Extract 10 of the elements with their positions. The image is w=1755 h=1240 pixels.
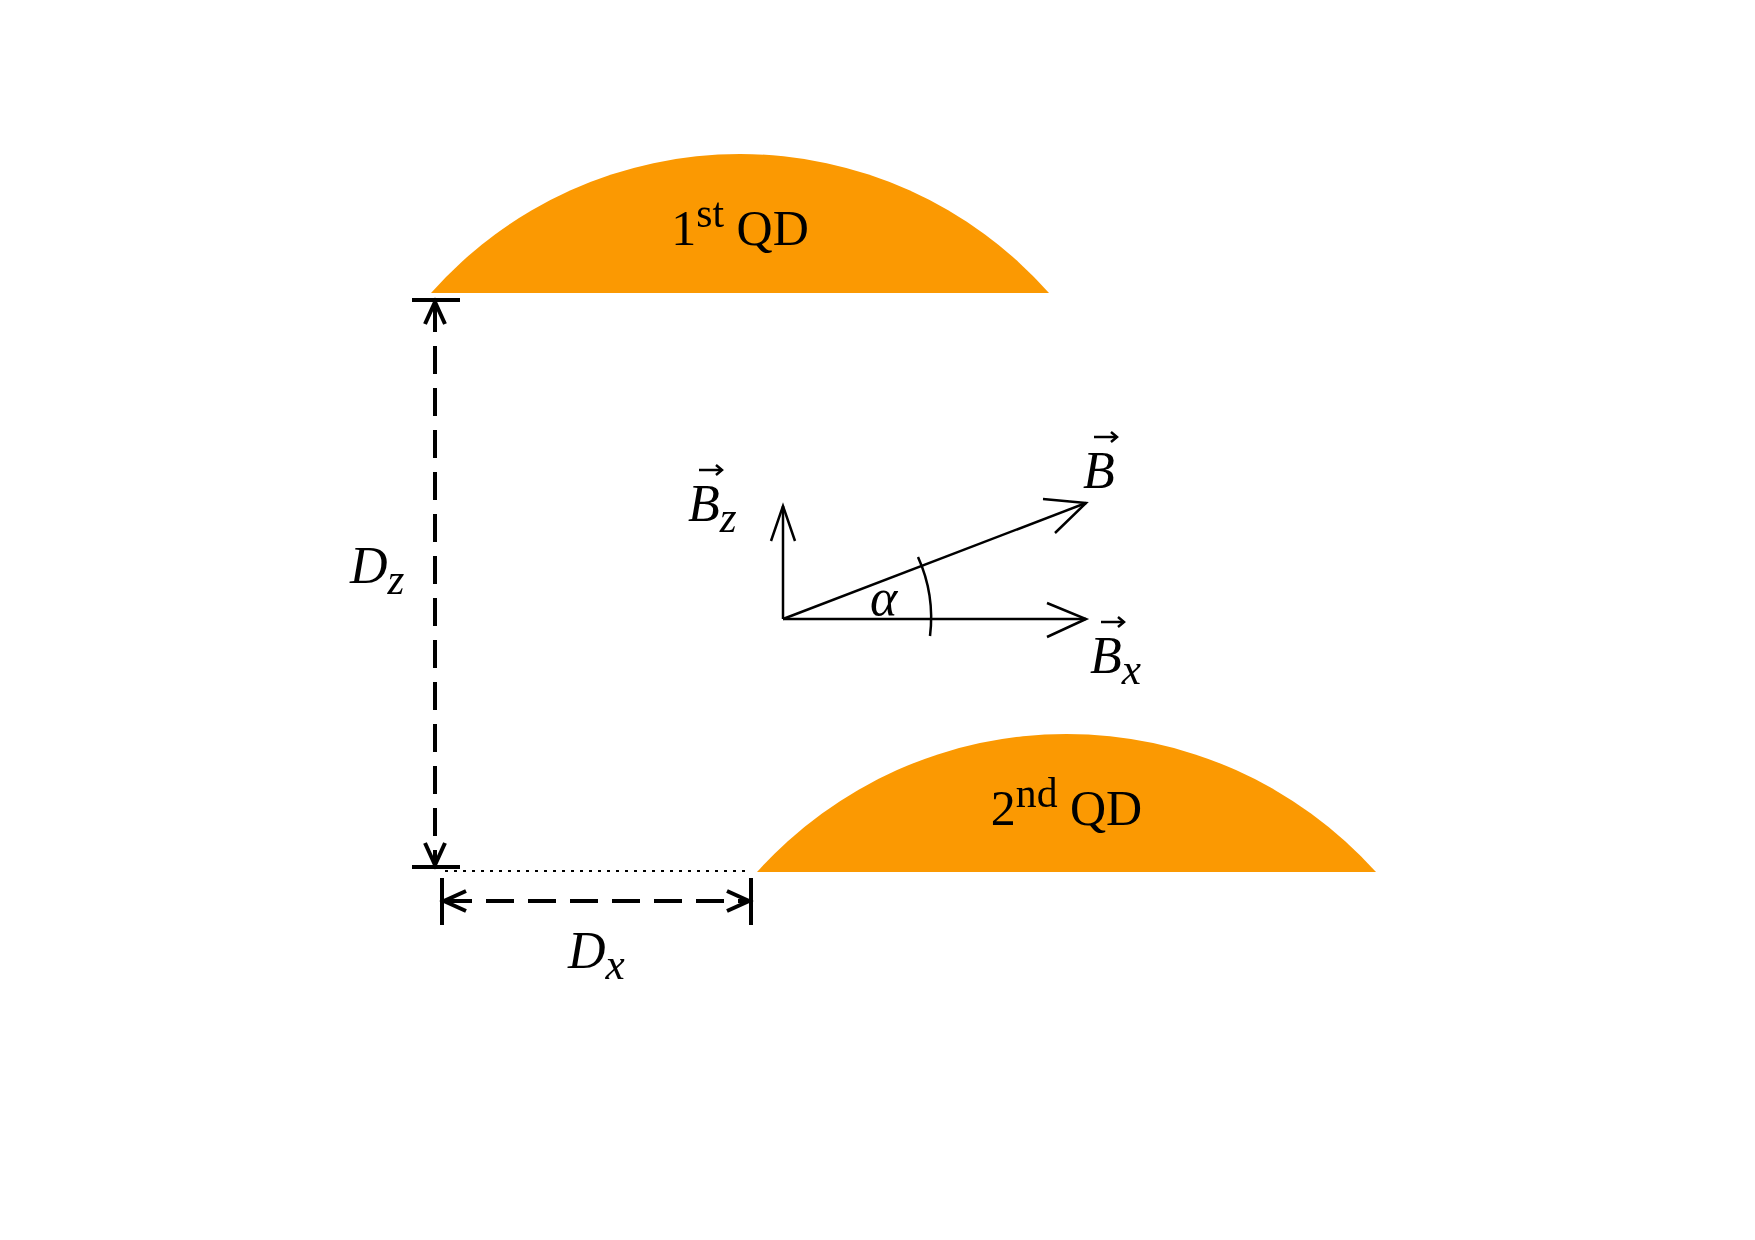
- vector-label: B$_{x}$: [1090, 630, 1141, 692]
- dimension-label: D$_{x}$: [568, 925, 625, 987]
- dome-shape: [757, 734, 1376, 872]
- vector-label: B: [1083, 445, 1115, 497]
- angle-label: α: [870, 572, 898, 624]
- dot-label: 2$^{nd}$ QD: [989, 769, 1144, 837]
- dome-shape: [431, 154, 1049, 293]
- dimension-label: D$_{z}$: [350, 540, 405, 602]
- vector-label: B$_{z}$: [688, 478, 737, 540]
- dot-label: 1$^{st}$ QD: [670, 189, 810, 257]
